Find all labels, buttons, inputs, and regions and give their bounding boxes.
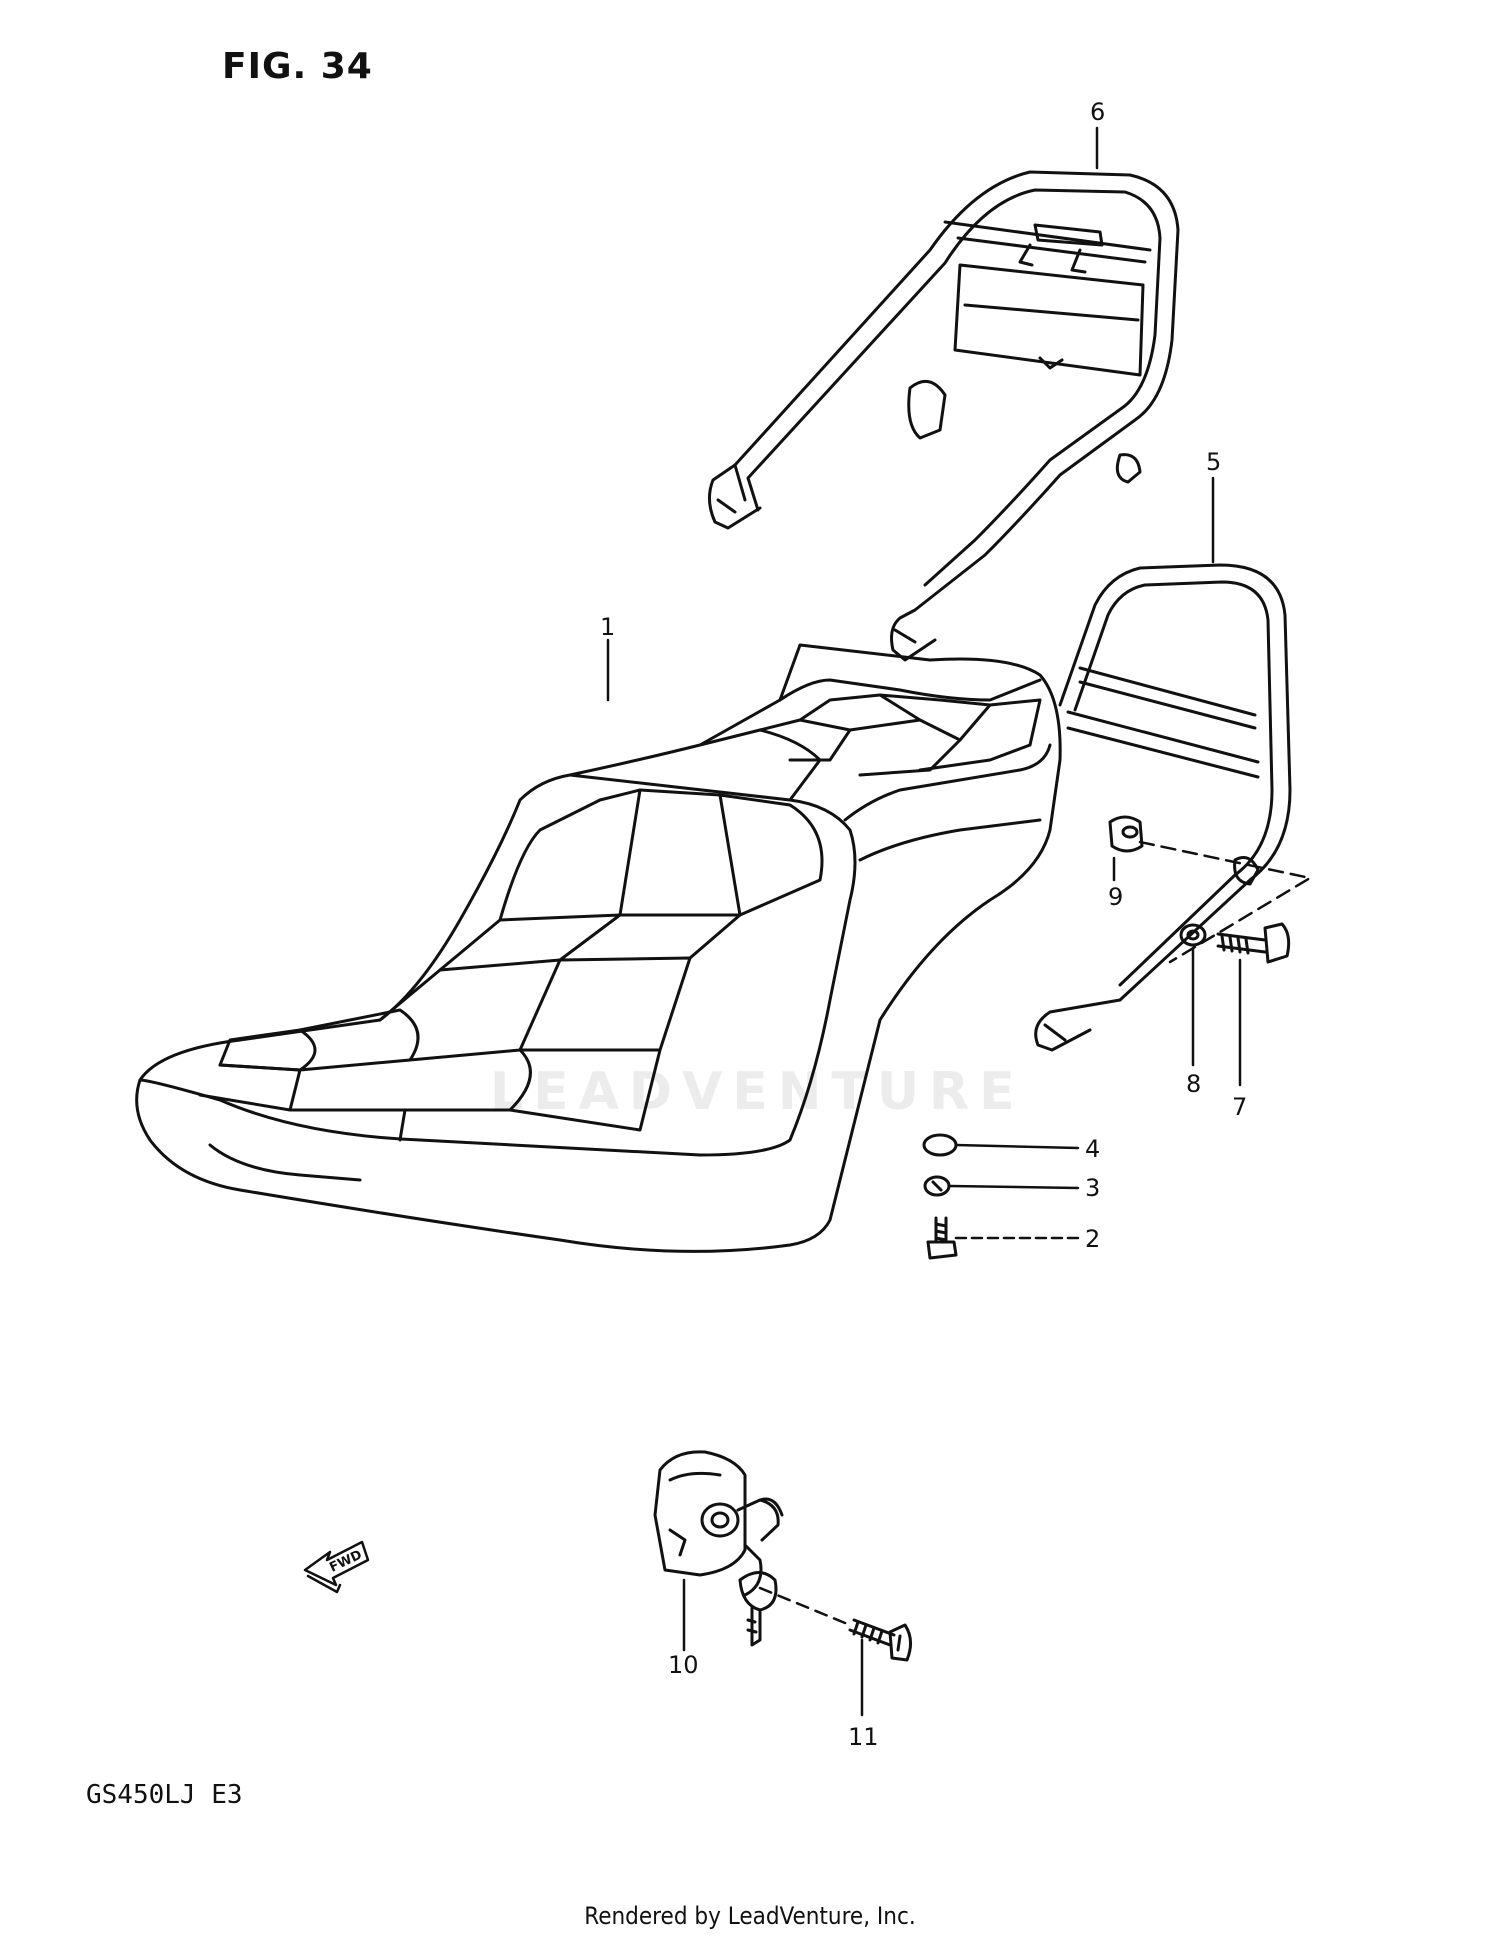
seat-part-1	[135, 643, 1062, 1253]
fwd-arrow-icon	[303, 1540, 370, 1594]
callout-4: 4	[1085, 1135, 1100, 1163]
callout-11: 11	[848, 1723, 879, 1751]
seat-lock-part-10	[653, 1450, 784, 1647]
washer-part-8	[1179, 923, 1207, 947]
callout-5: 5	[1206, 448, 1221, 476]
callout-3: 3	[1085, 1174, 1100, 1202]
callout-2: 2	[1085, 1225, 1100, 1253]
lock-washer-part-3	[923, 1175, 951, 1197]
callout-9: 9	[1108, 883, 1123, 911]
bolt-part-7	[1216, 922, 1291, 964]
screw-part-11	[848, 1618, 912, 1662]
callout-7: 7	[1232, 1093, 1247, 1121]
watermark-text: LEADVENTURE	[490, 1062, 1025, 1122]
figure-title: FIG. 34	[222, 46, 373, 87]
washer-part-4	[922, 1133, 958, 1157]
callout-1: 1	[600, 613, 615, 641]
passenger-handle-part-5	[1034, 563, 1292, 1052]
callout-10: 10	[668, 1651, 699, 1679]
spacer-part-9	[1108, 815, 1144, 853]
bolt-part-2	[926, 1216, 958, 1260]
callout-6: 6	[1090, 98, 1105, 126]
grab-rail-part-6	[708, 170, 1180, 662]
leader-lines	[606, 126, 1312, 1717]
callout-8: 8	[1186, 1070, 1201, 1098]
model-code: GS450LJ E3	[86, 1780, 243, 1810]
render-credit: Rendered by LeadVenture, Inc.	[584, 1902, 916, 1930]
